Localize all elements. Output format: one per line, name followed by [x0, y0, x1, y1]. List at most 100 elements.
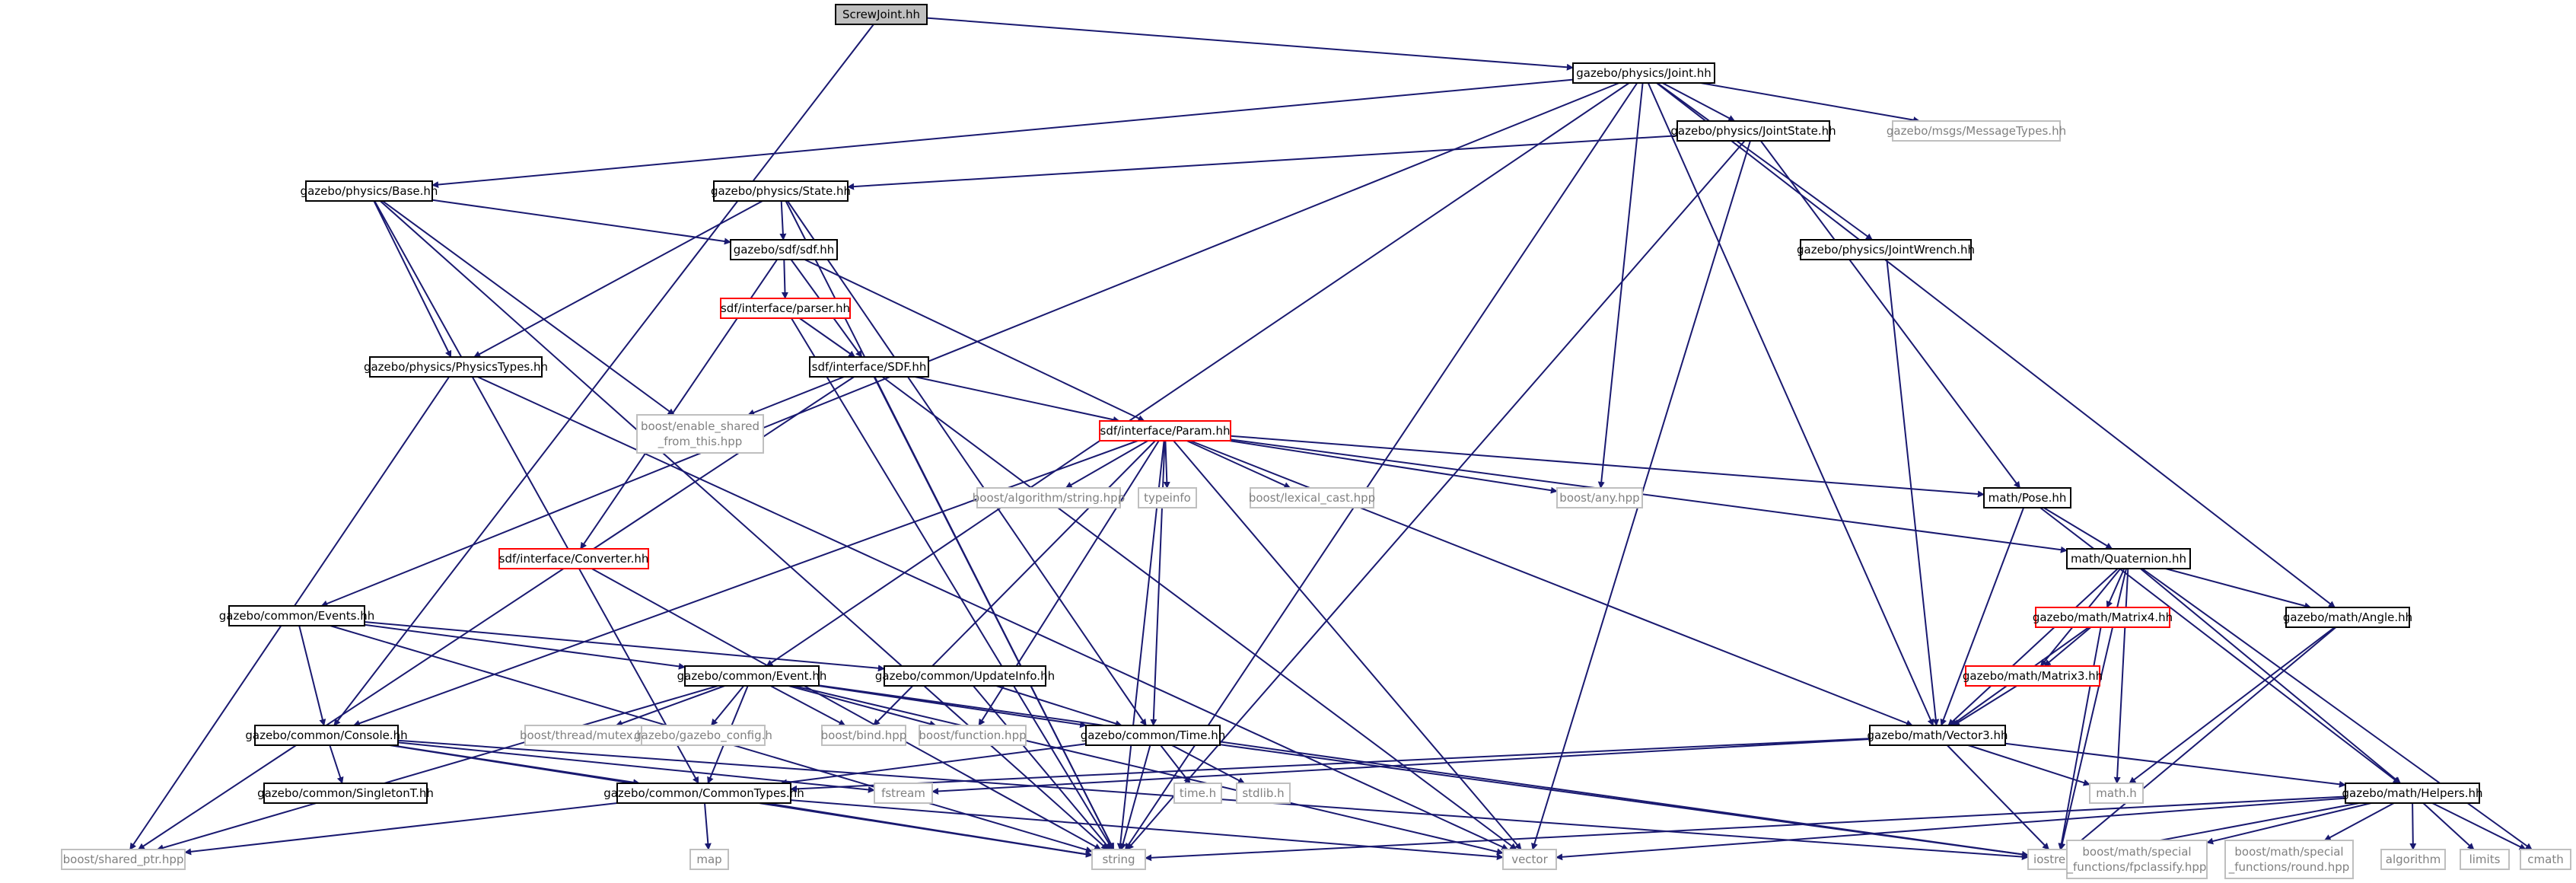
node-label: gazebo/physics/State.hh — [711, 184, 851, 198]
node-fstream: fstream — [874, 783, 933, 804]
node-sdf-sdf[interactable]: gazebo/sdf/sdf.hh — [730, 239, 838, 260]
node-math-matrix3[interactable]: gazebo/math/Matrix3.hh — [1963, 665, 2103, 687]
edge-sdf_parser-to-sdf_SDF — [799, 317, 856, 358]
edge-sdf_param-to-vector — [1173, 440, 1522, 850]
edge-physics_joint-to-math_angle — [1656, 82, 2336, 608]
node-boost-fpclassify: boost/math/special_functions/fpclassify.… — [2066, 840, 2208, 879]
edge-sdf_converter-to-string — [591, 568, 1102, 850]
node-math-helpers[interactable]: gazebo/math/Helpers.hh — [2342, 783, 2483, 804]
node-label: sdf/interface/parser.hh — [721, 301, 850, 315]
node-screwjoint[interactable]: ScrewJoint.hh — [835, 4, 928, 25]
node-label: boost/shared_ptr.hpp — [63, 853, 184, 867]
node-box — [713, 180, 849, 202]
node-box — [1250, 487, 1374, 508]
node-layer: ScrewJoint.hh gazebo/physics/Joint.hh gaze… — [61, 4, 2571, 879]
node-common-time[interactable]: gazebo/common/Time.hh — [1081, 725, 1225, 746]
node-box — [1236, 783, 1291, 804]
node-sdf-SDF[interactable]: sdf/interface/SDF.hh — [809, 356, 929, 378]
edge-physics_jointstate-to-string — [1126, 140, 1746, 850]
edge-math_helpers-to-boost_fpclassify — [2206, 802, 2372, 845]
node-label: ScrewJoint.hh — [842, 8, 920, 21]
node-common-commontypes[interactable]: gazebo/common/CommonTypes.hh — [603, 783, 804, 804]
node-algorithm: algorithm — [2380, 849, 2446, 870]
edge-sdf_SDF-to-vector — [881, 376, 1517, 850]
edge-physics_joint-to-physics_jointstate — [1662, 82, 1736, 122]
node-label: math.h — [2096, 786, 2136, 800]
node-label: typeinfo — [1144, 491, 1191, 505]
node-math-pose[interactable]: math/Pose.hh — [1983, 487, 2071, 508]
node-label: time.h — [1180, 786, 1216, 800]
edge-common_commontypes-to-map — [704, 802, 712, 850]
node-physics-jointstate[interactable]: gazebo/physics/JointState.hh — [1670, 120, 1836, 142]
node-physics-jointwrench[interactable]: gazebo/physics/JointWrench.hh — [1797, 239, 1975, 260]
node-box — [730, 239, 838, 260]
node-common-updateinfo[interactable]: gazebo/common/UpdateInfo.hh — [875, 665, 1055, 687]
edge-common_commontypes-to-string — [766, 802, 1093, 858]
node-label: gazebo/common/CommonTypes.hh — [603, 786, 804, 800]
edge-sdf_param-to-math_quaternion — [1230, 438, 2068, 553]
node-physics-physicstypes[interactable]: gazebo/physics/PhysicsTypes.hh — [364, 356, 548, 378]
node-sdf-param[interactable]: sdf/interface/Param.hh — [1099, 420, 1231, 442]
edge-math_matrix4-to-iostream — [2058, 626, 2102, 850]
node-label: gazebo/math/Vector3.hh — [1868, 728, 2008, 742]
node-label: sdf/interface/Param.hh — [1100, 424, 1231, 438]
node-typeinfo: typeinfo — [1138, 487, 1197, 508]
edge-math_helpers-to-boost_round — [2323, 802, 2395, 841]
node-common-events[interactable]: gazebo/common/Events.hh — [219, 605, 375, 626]
node-math-vector3[interactable]: gazebo/math/Vector3.hh — [1868, 725, 2008, 746]
edge-sdf_param-to-boost_algorithm_string — [1065, 440, 1148, 489]
node-boost-algorithm-string: boost/algorithm/string.hpp — [973, 487, 1125, 508]
node-common-singletont[interactable]: gazebo/common/SingletonT.hh — [257, 783, 434, 804]
edge-sdf_param-to-typeinfo — [1163, 440, 1170, 489]
edge-physics_joint-to-string — [1124, 82, 1638, 850]
edge-math_pose-to-math_quaternion — [2043, 507, 2113, 550]
edge-physics_base-to-boost_enable_shared — [382, 200, 675, 416]
node-label: gazebo/physics/PhysicsTypes.hh — [364, 360, 548, 374]
edge-math_quaternion-to-math_vector3 — [1947, 568, 2119, 726]
edge-sdf_param-to-math_pose — [1230, 435, 1985, 498]
edge-common_event-to-gazebo_config — [710, 685, 745, 726]
node-common-event[interactable]: gazebo/common/Event.hh — [677, 665, 827, 687]
node-physics-base[interactable]: gazebo/physics/Base.hh — [301, 180, 438, 202]
node-box — [2224, 840, 2354, 879]
node-math-angle[interactable]: gazebo/math/Angle.hh — [2283, 607, 2412, 628]
node-label: map — [696, 853, 721, 866]
node-box — [2285, 607, 2410, 628]
edge-math_helpers-to-limits — [2422, 802, 2475, 850]
node-common-console[interactable]: gazebo/common/Console.hh — [245, 725, 408, 746]
node-label: gazebo/common/Events.hh — [219, 609, 375, 623]
node-label: boost/function.hpp — [919, 728, 1026, 742]
edge-physics_joint-to-boost_any — [1597, 82, 1644, 489]
node-box — [616, 783, 791, 804]
node-label: gazebo/gazebo_config.h — [634, 728, 772, 743]
node-box — [684, 665, 820, 687]
node-label: gazebo/common/SingletonT.hh — [257, 786, 434, 800]
edge-common_updateinfo-to-string — [973, 685, 1111, 850]
node-math-matrix4[interactable]: gazebo/math/Matrix4.hh — [2033, 607, 2173, 628]
edge-math_quaternion-to-math_angle — [2165, 568, 2312, 610]
node-box — [305, 180, 433, 202]
node-box — [498, 548, 649, 569]
node-label: gazebo/math/Matrix3.hh — [1963, 669, 2103, 683]
node-boost-shared-ptr: boost/shared_ptr.hpp — [61, 849, 186, 870]
node-box — [835, 4, 928, 25]
node-box — [2066, 840, 2208, 879]
edge-sdf_param-to-boost_lexical_cast — [1186, 440, 1291, 489]
node-label: boost/thread/mutex.hpp — [520, 728, 658, 742]
node-box — [1502, 849, 1557, 870]
node-sdf-parser[interactable]: sdf/interface/parser.hh — [720, 298, 851, 319]
node-label: _functions/fpclassify.hpp — [2067, 860, 2207, 875]
node-physics-joint[interactable]: gazebo/physics/Joint.hh — [1572, 62, 1715, 84]
edge-math_quaternion-to-math_h — [2113, 568, 2129, 784]
edge-physics_state-to-common_time — [787, 200, 1147, 726]
edge-physics_base-to-sdf_sdf — [431, 199, 731, 245]
node-math-quaternion[interactable]: math/Quaternion.hh — [2066, 548, 2191, 569]
edge-physics_jointwrench-to-math_vector3 — [1886, 259, 1940, 726]
edge-physics_joint-to-math_vector3 — [1647, 82, 1934, 726]
node-sdf-converter[interactable]: sdf/interface/Converter.hh — [498, 548, 649, 569]
node-box — [2089, 783, 2144, 804]
edge-physics_joint-to-physics_base — [431, 78, 1574, 189]
node-box — [61, 849, 186, 870]
node-physics-state[interactable]: gazebo/physics/State.hh — [711, 180, 851, 202]
node-label: gazebo/physics/Joint.hh — [1576, 66, 1711, 80]
